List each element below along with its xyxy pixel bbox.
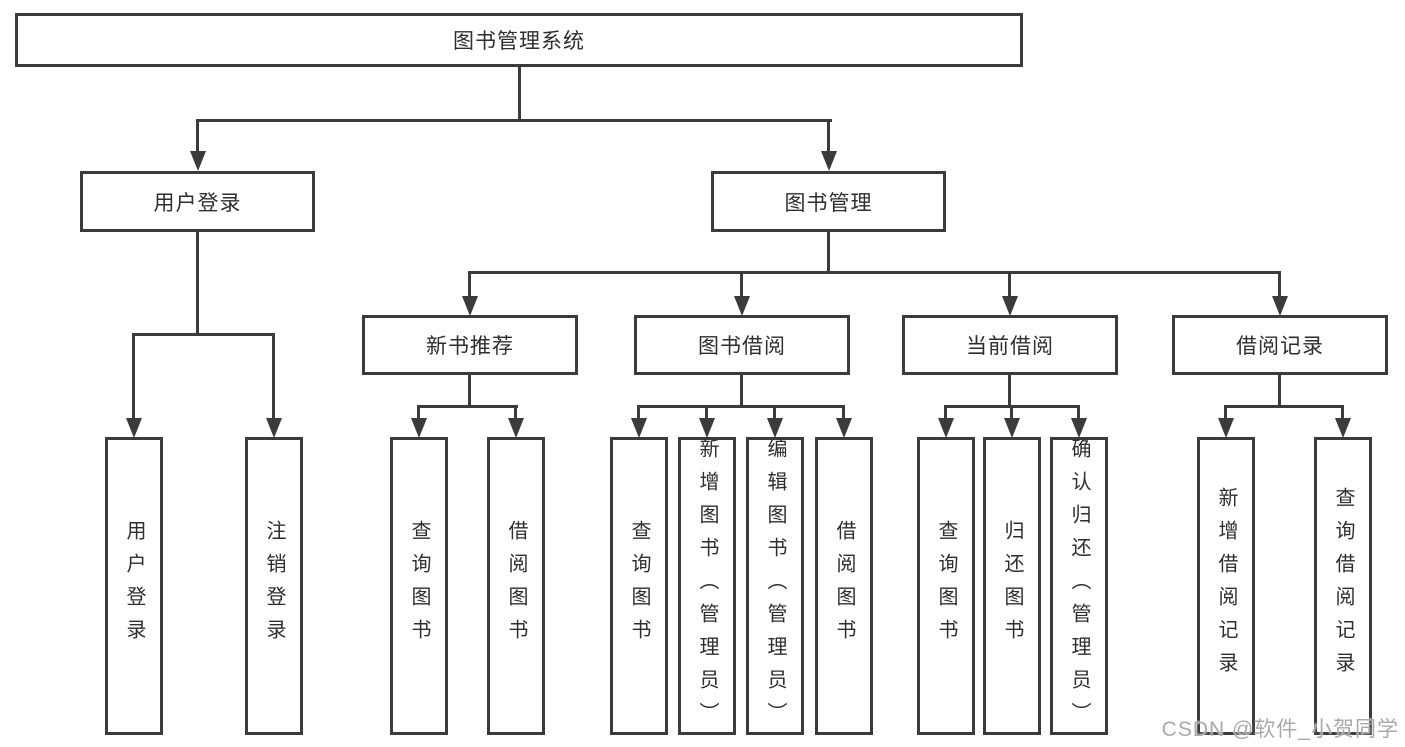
arrowhead-down xyxy=(266,418,282,438)
node-label: 图书管理 xyxy=(784,191,873,215)
node-label: 借阅记录 xyxy=(1236,335,1324,358)
connector-line xyxy=(468,375,471,408)
arrowhead-down xyxy=(411,418,427,438)
leaf-add-books-admin: 新增图书（管理员） xyxy=(678,437,736,735)
arrowhead-down xyxy=(631,418,647,438)
leaf-borrow-books-2: 借阅图书 xyxy=(815,437,873,735)
node-label: 新增图书（管理员） xyxy=(696,437,718,735)
connector-line xyxy=(196,232,199,336)
node-label: 查询图书 xyxy=(408,520,430,652)
node-label: 编辑图书（管理员） xyxy=(764,437,786,735)
node-label: 新增借阅记录 xyxy=(1215,487,1237,685)
arrowhead-down xyxy=(462,296,478,316)
arrowhead-down xyxy=(938,418,954,438)
node-user-login: 用户登录 xyxy=(80,171,315,232)
node-label: 借阅图书 xyxy=(505,520,527,652)
leaf-return-books: 归还图书 xyxy=(983,437,1041,735)
leaf-borrow-books-1: 借阅图书 xyxy=(487,437,545,735)
connector-line xyxy=(1008,271,1011,297)
node-label: 查询图书 xyxy=(628,520,650,652)
connector-line xyxy=(132,333,135,419)
leaf-add-borrow-record: 新增借阅记录 xyxy=(1197,437,1255,735)
connector-line xyxy=(132,333,275,336)
connector-line xyxy=(417,405,518,408)
connector-line xyxy=(1278,375,1281,408)
node-label: 归还图书 xyxy=(1001,520,1023,652)
leaf-query-borrow-record: 查询借阅记录 xyxy=(1314,437,1372,735)
leaf-user-login: 用户登录 xyxy=(105,437,163,735)
arrowhead-down xyxy=(836,418,852,438)
connector-line xyxy=(518,66,521,121)
arrowhead-down xyxy=(508,418,524,438)
arrowhead-down xyxy=(1004,418,1020,438)
connector-line xyxy=(196,119,199,153)
node-label: 查询借阅记录 xyxy=(1332,487,1354,685)
arrowhead-down xyxy=(1335,418,1351,438)
connector-line xyxy=(827,119,830,153)
arrowhead-down xyxy=(126,418,142,438)
leaf-logout: 注销登录 xyxy=(245,437,303,735)
leaf-confirm-return-admin: 确认归还（管理员） xyxy=(1050,437,1108,735)
node-label: 图书管理系统 xyxy=(453,30,585,53)
node-book-management: 图书管理 xyxy=(711,171,946,232)
arrowhead-down xyxy=(767,418,783,438)
connector-line xyxy=(740,375,743,408)
node-label: 注销登录 xyxy=(263,520,285,652)
connector-line xyxy=(944,405,947,419)
arrowhead-down xyxy=(190,151,206,171)
leaf-edit-books-admin: 编辑图书（管理员） xyxy=(746,437,804,735)
node-new-book-recommendation: 新书推荐 xyxy=(362,315,578,375)
connector-line xyxy=(705,405,708,419)
connector-line xyxy=(1224,405,1227,419)
node-current-borrowing: 当前借阅 xyxy=(902,315,1118,375)
connector-line xyxy=(1278,271,1281,297)
leaf-query-books-3: 查询图书 xyxy=(917,437,975,735)
connector-line xyxy=(514,405,517,419)
leaf-query-books-1: 查询图书 xyxy=(390,437,448,735)
node-label: 确认归还（管理员） xyxy=(1068,437,1090,735)
node-label: 用户登录 xyxy=(123,520,145,652)
leaf-query-books-2: 查询图书 xyxy=(610,437,668,735)
node-label: 当前借阅 xyxy=(966,335,1054,358)
arrowhead-down xyxy=(821,151,837,171)
node-borrowing-records: 借阅记录 xyxy=(1172,315,1388,375)
connector-line xyxy=(1077,405,1080,419)
connector-line xyxy=(827,232,830,274)
arrowhead-down xyxy=(1218,418,1234,438)
node-label: 借阅图书 xyxy=(833,520,855,652)
connector-line xyxy=(468,271,1281,274)
connector-line xyxy=(417,405,420,419)
connector-line xyxy=(740,271,743,297)
node-label: 查询图书 xyxy=(935,520,957,652)
arrowhead-down xyxy=(1002,296,1018,316)
connector-line xyxy=(842,405,845,419)
connector-line xyxy=(773,405,776,419)
connector-line xyxy=(196,119,832,122)
node-library-management-system: 图书管理系统 xyxy=(15,13,1023,67)
node-book-borrowing: 图书借阅 xyxy=(634,315,850,375)
watermark: CSDN @软件_小贺同学 xyxy=(1161,718,1399,741)
connector-line xyxy=(272,333,275,419)
connector-line xyxy=(637,405,640,419)
node-label: 用户登录 xyxy=(153,191,242,215)
connector-line xyxy=(468,271,471,297)
connector-line xyxy=(637,405,845,408)
connector-line xyxy=(1341,405,1344,419)
arrowhead-down xyxy=(1272,296,1288,316)
connector-line xyxy=(1008,375,1011,408)
arrowhead-down xyxy=(699,418,715,438)
arrowhead-down xyxy=(1071,418,1087,438)
arrowhead-down xyxy=(734,296,750,316)
connector-line xyxy=(1010,405,1013,419)
connector-line xyxy=(1224,405,1344,408)
node-label: 图书借阅 xyxy=(698,335,786,358)
node-label: 新书推荐 xyxy=(426,335,514,358)
